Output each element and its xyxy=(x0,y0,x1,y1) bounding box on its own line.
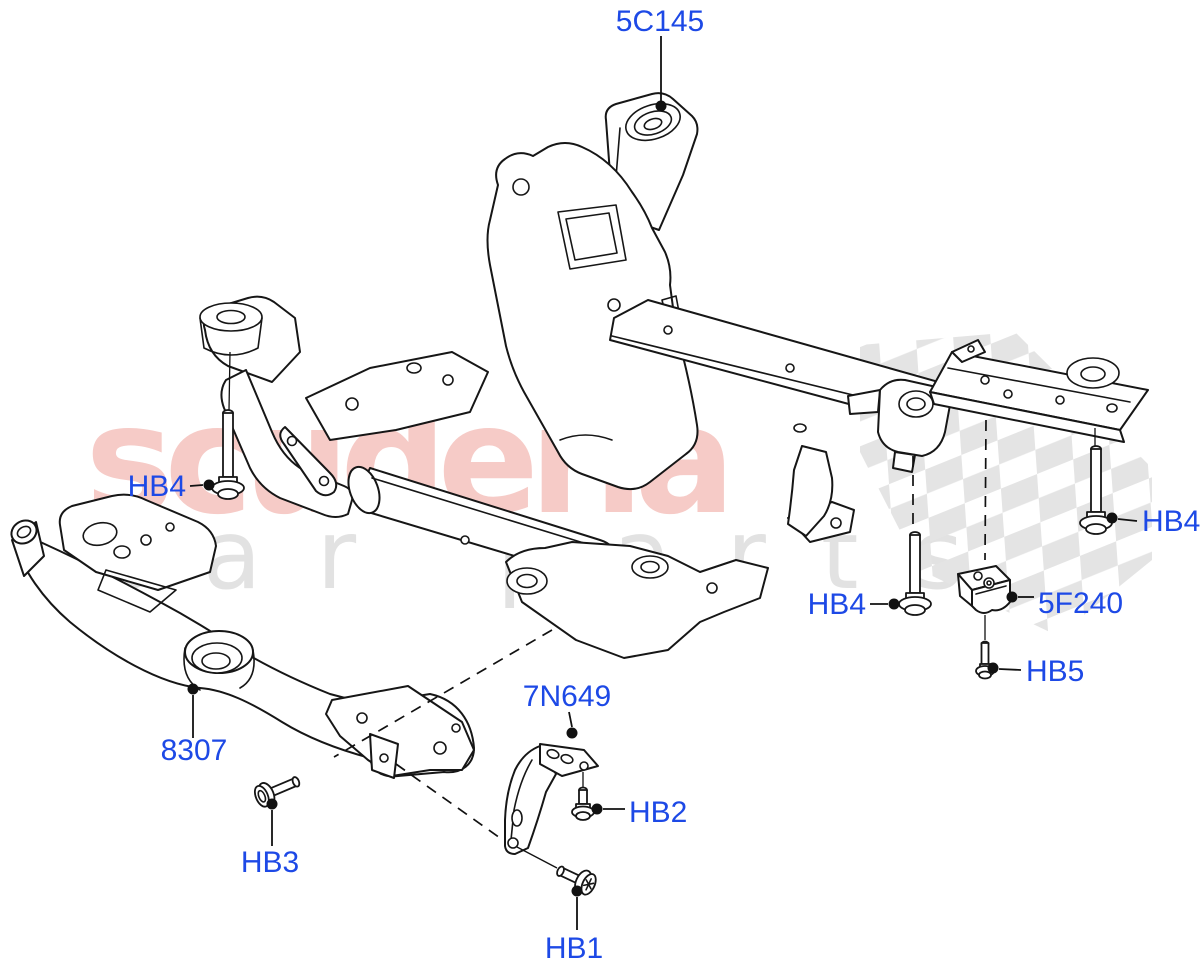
bolt-hb3 xyxy=(253,776,301,808)
bolt-hb4-left xyxy=(211,409,245,500)
callout-labels: 5C145 HB4 8307 HB3 HB1 7N649 HB2 HB4 5F2… xyxy=(128,5,1200,965)
part-label-HB3[interactable]: HB3 xyxy=(241,846,299,879)
part-label-7N649[interactable]: 7N649 xyxy=(523,680,611,713)
bolt-hb4-middle xyxy=(898,531,932,616)
part-label-HB4-middle[interactable]: HB4 xyxy=(808,588,866,621)
part-7N649-support-bracket xyxy=(504,743,599,855)
part-label-HB4-left[interactable]: HB4 xyxy=(128,470,186,503)
part-label-HB5[interactable]: HB5 xyxy=(1026,655,1084,688)
part-label-HB4-right[interactable]: HB4 xyxy=(1142,505,1200,538)
part-label-5C145[interactable]: 5C145 xyxy=(616,5,704,38)
callout-leaders xyxy=(187,36,1138,930)
bolt-hb2 xyxy=(571,786,595,821)
assembly-guides xyxy=(228,351,1096,869)
part-subframe-crossmember xyxy=(199,142,1149,659)
part-label-HB2[interactable]: HB2 xyxy=(629,796,687,829)
part-label-8307[interactable]: 8307 xyxy=(161,734,228,767)
bolt-hb4-right xyxy=(1079,445,1113,535)
part-label-HB1[interactable]: HB1 xyxy=(545,932,603,965)
part-8307-front-crossmember xyxy=(10,493,475,779)
bolt-hb5 xyxy=(975,640,995,680)
part-label-5F240[interactable]: 5F240 xyxy=(1038,587,1123,620)
part-5F240-mount-block xyxy=(957,565,1011,614)
